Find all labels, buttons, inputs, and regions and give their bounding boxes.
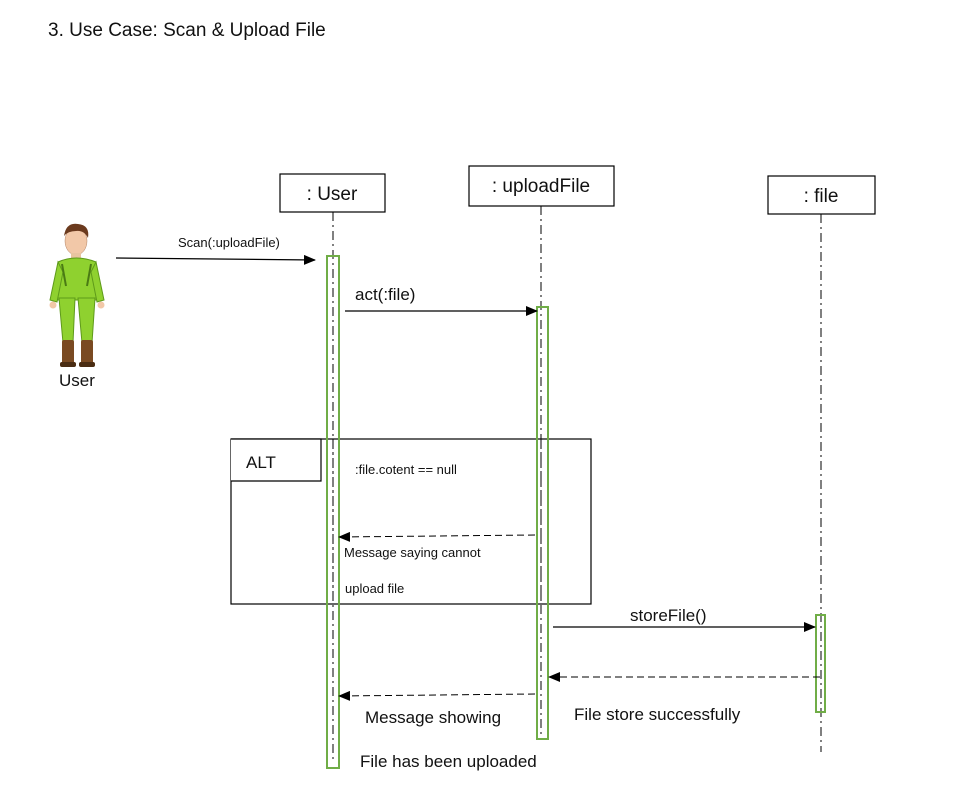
lifeline-uploadfile-label: : uploadFile [492, 176, 590, 197]
alt-operator: ALT [246, 453, 276, 472]
message-uploaded: Message showing File has been uploaded [338, 690, 537, 771]
message-store-file: storeFile() [553, 606, 816, 632]
message-store-reply: File store successfully [548, 672, 820, 724]
message-uploaded-line2: File has been uploaded [360, 752, 537, 771]
activation-user [326, 255, 340, 769]
message-uploaded-line1: Message showing [365, 708, 501, 727]
message-act: act(:file) [345, 285, 538, 316]
message-cannot-upload-line1: Message saying cannot [344, 545, 481, 560]
activation-uploadfile [536, 306, 549, 740]
message-store-reply-label: File store successfully [574, 705, 741, 724]
message-cannot-upload-line2: upload file [345, 581, 404, 596]
message-cannot-upload: Message saying cannot upload file [338, 531, 536, 596]
alt-fragment: ALT :file.cotent == null [230, 438, 592, 605]
activation-file [815, 614, 826, 713]
message-scan-label: Scan(:uploadFile) [178, 235, 280, 250]
lifeline-file-label: : file [804, 186, 839, 207]
alt-guard: :file.cotent == null [355, 462, 457, 477]
actor-label: User [59, 371, 95, 390]
user-avatar-icon [49, 223, 105, 367]
page-title: 3. Use Case: Scan & Upload File [48, 20, 326, 41]
message-store-file-label: storeFile() [630, 606, 707, 625]
message-scan: Scan(:uploadFile) [115, 235, 316, 265]
message-act-label: act(:file) [355, 285, 415, 304]
lifeline-user-label: : User [307, 184, 358, 205]
lifeline-file: : file [767, 175, 876, 752]
